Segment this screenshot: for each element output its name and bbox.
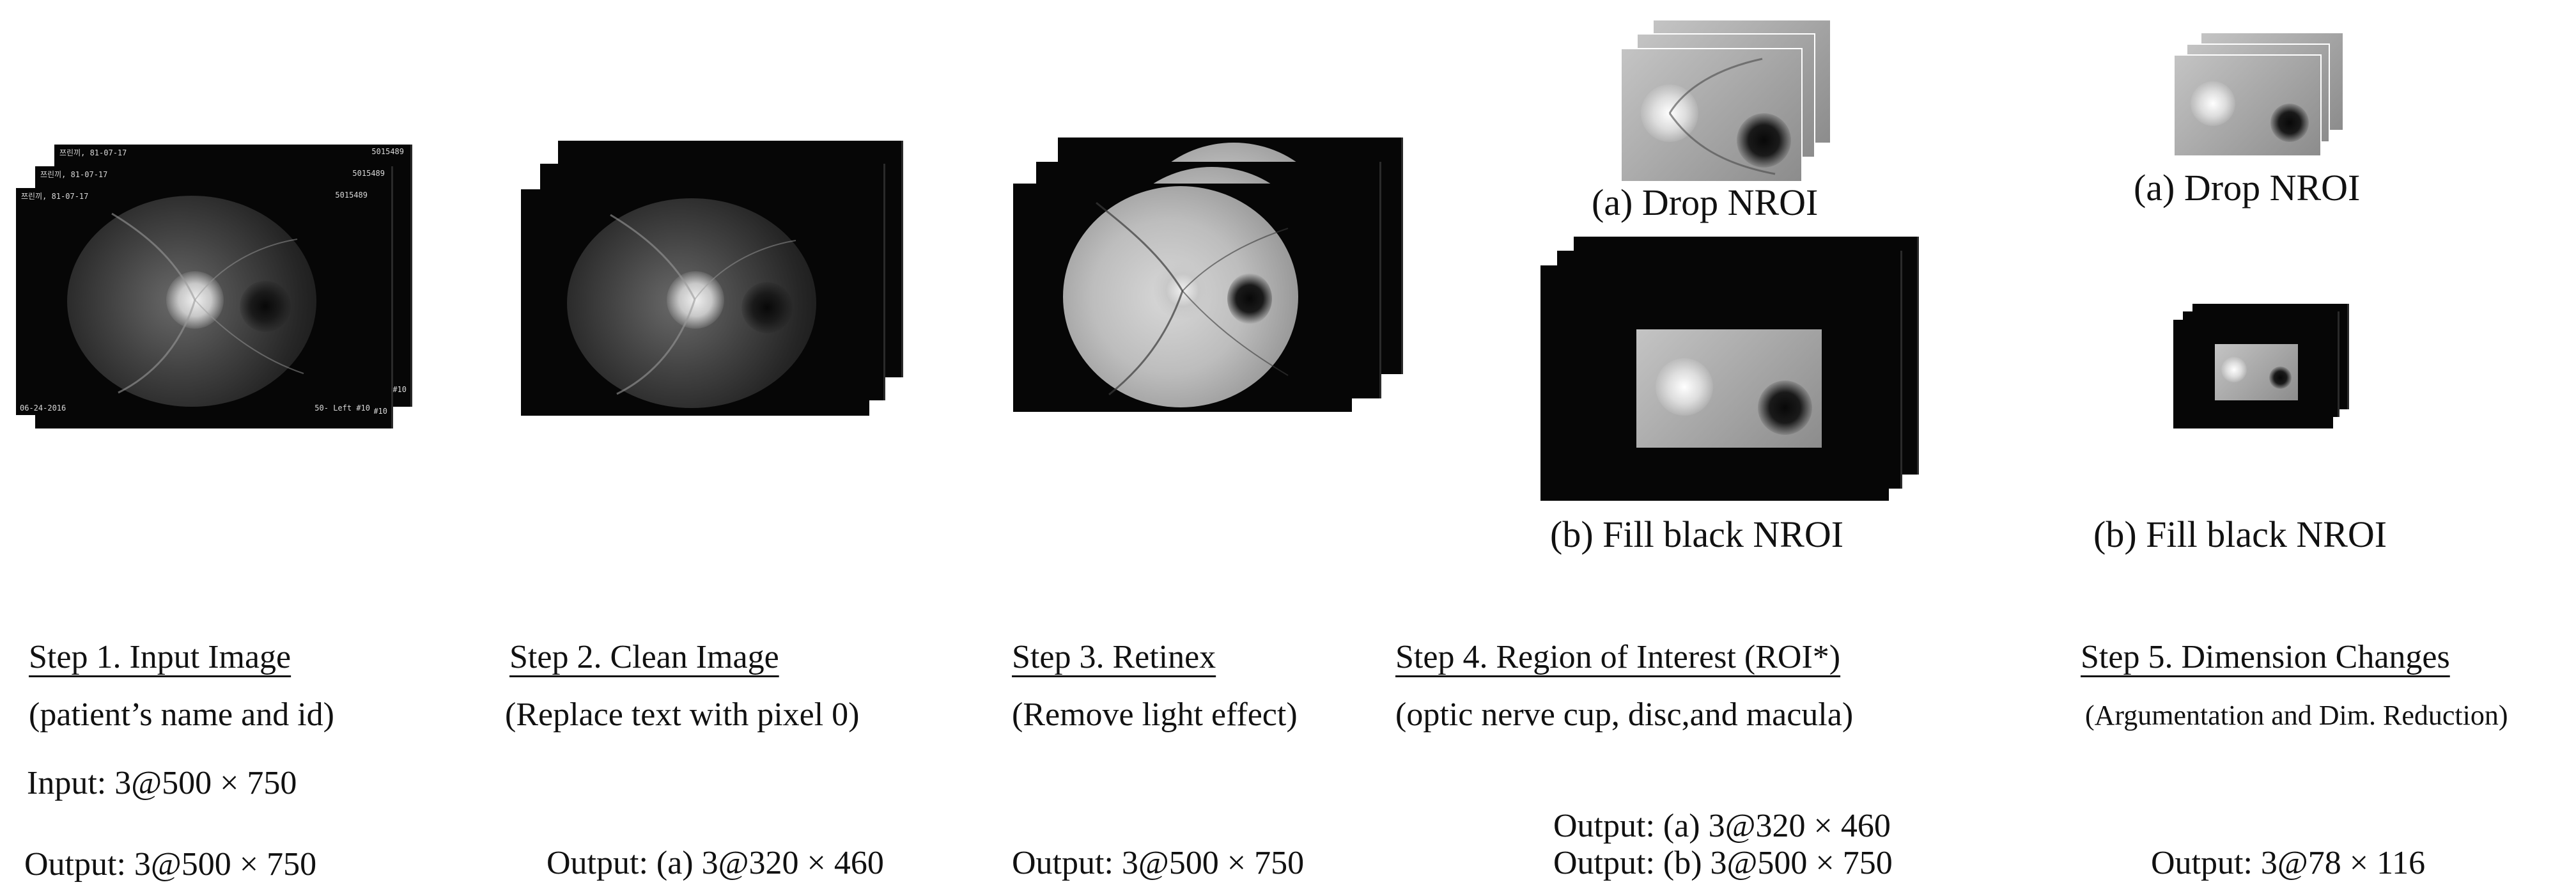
step1-input-size: Input: 3@500 × 750 bbox=[27, 765, 297, 801]
macula bbox=[1737, 113, 1791, 168]
step4-caption-a: (a) Drop NROI bbox=[1592, 182, 1819, 223]
step2-title: Step 2. Clean Image bbox=[509, 639, 779, 675]
roi-crop bbox=[2215, 344, 2298, 400]
name-date-text: 쯔린끼, 81-07-17 bbox=[59, 148, 127, 157]
step2-output-size: Output: (a) 3@320 × 460 bbox=[547, 845, 884, 881]
frame-number-text: #10 bbox=[373, 407, 387, 416]
clean-frame-1 bbox=[521, 189, 869, 416]
small-crop-1 bbox=[2173, 54, 2322, 157]
input-frame-1: 쯔린끼, 81-07-17 5015489 06-24-2016 50- Lef… bbox=[16, 188, 374, 415]
patient-id-text: 5015489 bbox=[335, 191, 368, 200]
macula bbox=[2270, 104, 2309, 142]
step5-description: (Argumentation and Dim. Reduction) bbox=[2085, 700, 2508, 731]
retinal-vessels bbox=[610, 214, 796, 395]
step2-image-stack bbox=[521, 141, 904, 422]
step3-title: Step 3. Retinex bbox=[1012, 639, 1216, 675]
step1-image-stack: 쯔린끼, 81-07-17 5015489 #10 쯔린끼, 81-07-17 … bbox=[16, 141, 412, 428]
step5a-image-stack bbox=[2173, 32, 2352, 157]
step4-description: (optic nerve cup, disc,and macula) bbox=[1395, 696, 1854, 733]
roi-crop-1 bbox=[1620, 48, 1803, 182]
optic-disc bbox=[1656, 358, 1713, 416]
fill-frame-1 bbox=[1540, 265, 1889, 501]
macula bbox=[1758, 381, 1812, 435]
step3-image-stack bbox=[1013, 138, 1409, 419]
small-fill-frame-1 bbox=[2173, 320, 2333, 428]
retinex-frame-1 bbox=[1013, 184, 1352, 412]
step4-title: Step 4. Region of Interest (ROI*) bbox=[1395, 639, 1841, 675]
retinal-vessels bbox=[111, 212, 304, 394]
roi-crop bbox=[1636, 329, 1822, 448]
step5-output-size: Output: 3@78 × 116 bbox=[2151, 845, 2426, 881]
step4a-image-stack bbox=[1620, 19, 1838, 182]
macula bbox=[2269, 366, 2292, 389]
step4-output-size-b: Output: (b) 3@500 × 750 bbox=[1553, 845, 1893, 881]
eye-side-text: 50- Left #10 bbox=[314, 404, 370, 413]
step5-caption-a: (a) Drop NROI bbox=[2134, 167, 2361, 208]
macula bbox=[240, 281, 291, 332]
step4-caption-b: (b) Fill black NROI bbox=[1550, 514, 1844, 555]
macula bbox=[741, 282, 793, 333]
step5-title: Step 5. Dimension Changes bbox=[2081, 639, 2450, 675]
optic-disc bbox=[2221, 357, 2247, 382]
patient-id-text: 5015489 bbox=[352, 169, 385, 178]
step3-output-size: Output: 3@500 × 750 bbox=[1012, 845, 1305, 881]
retinal-vessels bbox=[1668, 58, 1776, 175]
name-date-text: 쯔린끼, 81-07-17 bbox=[40, 170, 108, 179]
step1-output-size: Output: 3@500 × 750 bbox=[24, 846, 317, 883]
step5-caption-b: (b) Fill black NROI bbox=[2093, 514, 2387, 555]
step3-description: (Remove light effect) bbox=[1012, 696, 1298, 733]
exam-date-text: 06-24-2016 bbox=[20, 404, 66, 413]
step1-description: (patient’s name and id) bbox=[29, 696, 334, 733]
patient-id-text: 5015489 bbox=[371, 147, 404, 156]
retinal-vessels bbox=[1096, 201, 1289, 396]
optic-disc bbox=[2191, 81, 2235, 126]
step5b-image-stack bbox=[2173, 304, 2352, 432]
frame-number-text: #10 bbox=[392, 385, 407, 394]
step2-description: (Replace text with pixel 0) bbox=[505, 696, 860, 733]
macula bbox=[1227, 273, 1272, 324]
step4-output-size-a: Output: (a) 3@320 × 460 bbox=[1553, 808, 1891, 844]
step1-title: Step 1. Input Image bbox=[29, 639, 291, 675]
name-date-text: 쯔린끼, 81-07-17 bbox=[21, 192, 89, 201]
step4b-image-stack bbox=[1540, 237, 1924, 502]
